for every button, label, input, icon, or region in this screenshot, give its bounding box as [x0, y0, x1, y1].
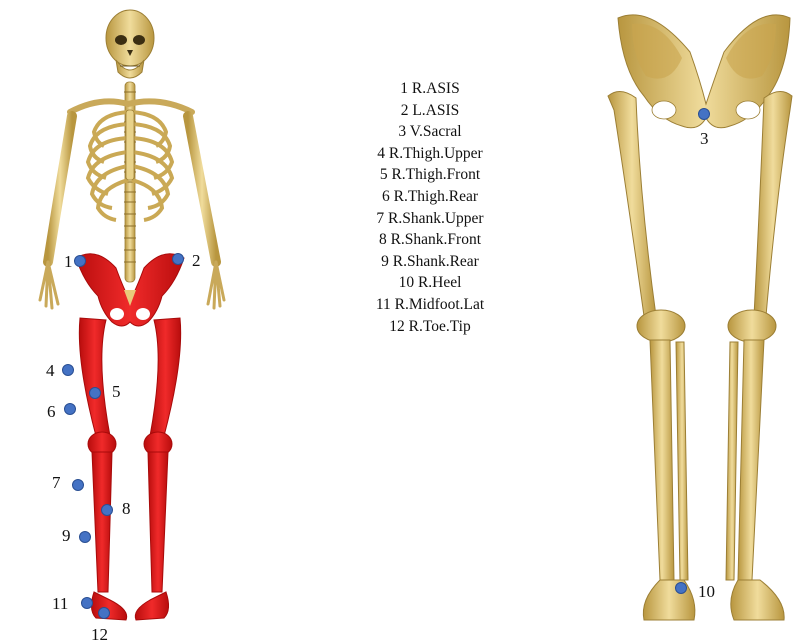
marker-dot — [63, 365, 74, 376]
marker-dot — [90, 388, 101, 399]
marker-number-label: 11 — [52, 594, 68, 613]
sternum — [126, 110, 134, 180]
marker-number-label: 1 — [64, 252, 73, 271]
legend-item: 3 V.Sacral — [330, 121, 530, 143]
legend-item: 5 R.Thigh.Front — [330, 164, 530, 186]
legend-item: 12 R.Toe.Tip — [330, 316, 530, 338]
marker-number-label: 4 — [46, 361, 55, 380]
legend-item: 11 R.Midfoot.Lat — [330, 294, 530, 316]
marker-dot — [82, 598, 93, 609]
marker-dot — [699, 109, 710, 120]
marker-dot — [80, 532, 91, 543]
marker-number-label: 12 — [91, 625, 108, 643]
marker-number-label: 8 — [122, 499, 131, 518]
marker-number-label: 3 — [700, 129, 709, 148]
legend-item: 7 R.Shank.Upper — [330, 208, 530, 230]
marker-number-label: 9 — [62, 526, 71, 545]
legend-item: 1 R.ASIS — [330, 78, 530, 100]
marker-number-label: 7 — [52, 473, 61, 492]
skull — [106, 10, 154, 78]
knees — [637, 310, 776, 342]
marker-dot — [75, 256, 86, 267]
marker-number-label: 10 — [698, 582, 715, 601]
lower-limb-rear-view — [608, 15, 792, 620]
marker-dot — [676, 583, 687, 594]
legend-item: 2 L.ASIS — [330, 100, 530, 122]
shanks — [650, 340, 764, 580]
marker-dot — [102, 505, 113, 516]
legs-highlighted — [79, 318, 180, 620]
legend-item: 6 R.Thigh.Rear — [330, 186, 530, 208]
marker-legend: 1 R.ASIS 2 L.ASIS 3 V.Sacral 4 R.Thigh.U… — [330, 78, 530, 337]
legend-item: 9 R.Shank.Rear — [330, 251, 530, 273]
legend-item: 4 R.Thigh.Upper — [330, 143, 530, 165]
legend-item: 8 R.Shank.Front — [330, 229, 530, 251]
marker-dot — [173, 254, 184, 265]
marker-number-label: 6 — [47, 402, 56, 421]
marker-number-label: 5 — [112, 382, 121, 401]
marker-number-label: 2 — [192, 251, 201, 270]
marker-dot — [99, 608, 110, 619]
marker-dot — [73, 480, 84, 491]
legend-item: 10 R.Heel — [330, 272, 530, 294]
marker-dot — [65, 404, 76, 415]
